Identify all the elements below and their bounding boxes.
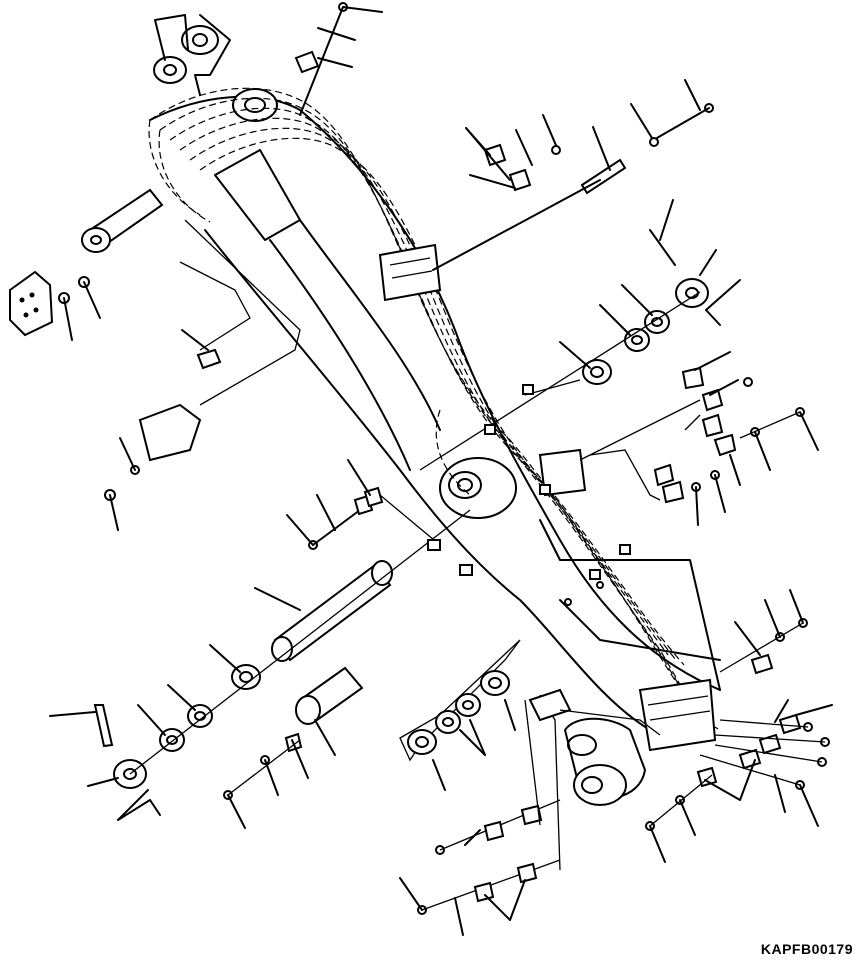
lower-right-clip-set-3 <box>645 759 756 863</box>
right-clip-cluster-1 <box>579 351 753 461</box>
hose-bundle <box>148 87 721 741</box>
left-bracket-link <box>179 219 301 406</box>
right-washer-axis <box>419 291 701 471</box>
right-washer-axis-2 <box>524 379 581 396</box>
bottom-hose-clip-1 <box>435 799 561 855</box>
bottom-hose-clip-2 <box>399 859 561 936</box>
left-bolt-4 <box>104 489 119 531</box>
right-clip-cluster-2 <box>684 407 819 486</box>
left-bolt-3 <box>119 437 140 475</box>
upper-left-washer-2 <box>153 56 187 84</box>
hose-clamp-block-middle <box>538 448 587 497</box>
leader-washer-upper <box>154 14 189 61</box>
lower-washer-3 <box>137 704 185 752</box>
upper-right-bolt <box>630 79 714 147</box>
upper-right-rod <box>432 126 627 271</box>
lower-washer-2 <box>167 684 213 728</box>
left-bracket-plate <box>138 403 202 462</box>
upper-cylinder-pin <box>254 560 393 662</box>
hose-clamp-block-upper <box>378 243 442 302</box>
upper-left-washer-1 <box>181 25 219 55</box>
left-bolt-2 <box>78 276 101 319</box>
upper-right-clips <box>465 114 561 192</box>
figure-code-label: KAPFB00179 <box>760 941 853 957</box>
left-cylinder-pin <box>81 188 164 253</box>
lower-washer-axis <box>129 509 471 775</box>
bottom-right-pipe-plate <box>528 688 661 736</box>
boom-body <box>149 95 721 731</box>
lower-bolt-set <box>223 732 309 829</box>
right-long-bolt <box>649 199 676 266</box>
boom-fittings <box>427 384 631 606</box>
right-washer-3 <box>559 341 612 385</box>
bottom-bracket-link <box>524 694 561 871</box>
center-bolt-set <box>286 459 441 550</box>
lower-right-clip-set-2 <box>699 699 833 827</box>
lower-right-clip-set-1 <box>719 589 808 675</box>
hose-clamp-block-lower <box>638 678 717 752</box>
lower-left-callout <box>117 789 161 821</box>
boom-tip-boss <box>564 717 646 806</box>
lower-middle-washers <box>399 639 521 791</box>
lower-cylinder-pin <box>295 666 364 756</box>
upper-top-bolt-1 <box>299 2 383 116</box>
left-clamp <box>181 329 222 370</box>
left-bolt-1 <box>58 292 73 341</box>
right-washer-2 <box>599 304 650 352</box>
left-end-plate <box>9 270 54 337</box>
right-washer-1 <box>621 284 670 334</box>
right-washer-large <box>675 249 741 326</box>
upper-top-clip <box>294 27 356 74</box>
boom-foot-boss <box>232 88 278 122</box>
lower-washer-4 <box>87 759 147 789</box>
center-pivot-boss <box>439 457 517 519</box>
callout-bracket-upper-left <box>194 14 231 96</box>
lower-left-bolt <box>49 704 114 748</box>
lower-washer-1 <box>209 644 261 690</box>
right-clip-cluster-3 <box>589 449 726 526</box>
